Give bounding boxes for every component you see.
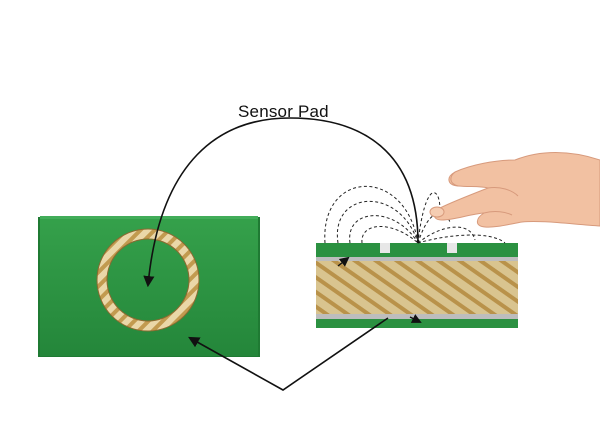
sensor-pad-label: Sensor Pad bbox=[238, 102, 329, 121]
connector-arrow bbox=[188, 317, 389, 391]
hand bbox=[429, 152, 600, 228]
arc-arrow bbox=[143, 117, 419, 288]
pcb-cross-section bbox=[316, 243, 518, 328]
copper-ring-pad bbox=[96, 228, 200, 332]
